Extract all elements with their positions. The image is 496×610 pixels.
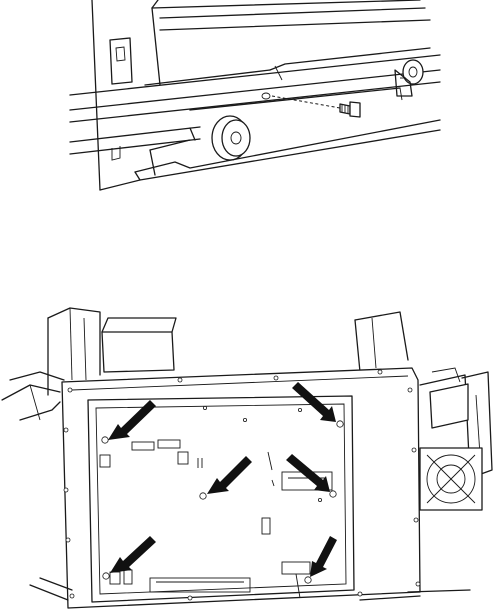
fan-grille-icon xyxy=(420,448,482,510)
rail-detail-panel xyxy=(70,0,440,190)
rear-panel xyxy=(2,308,492,608)
screw-icon xyxy=(340,102,360,117)
